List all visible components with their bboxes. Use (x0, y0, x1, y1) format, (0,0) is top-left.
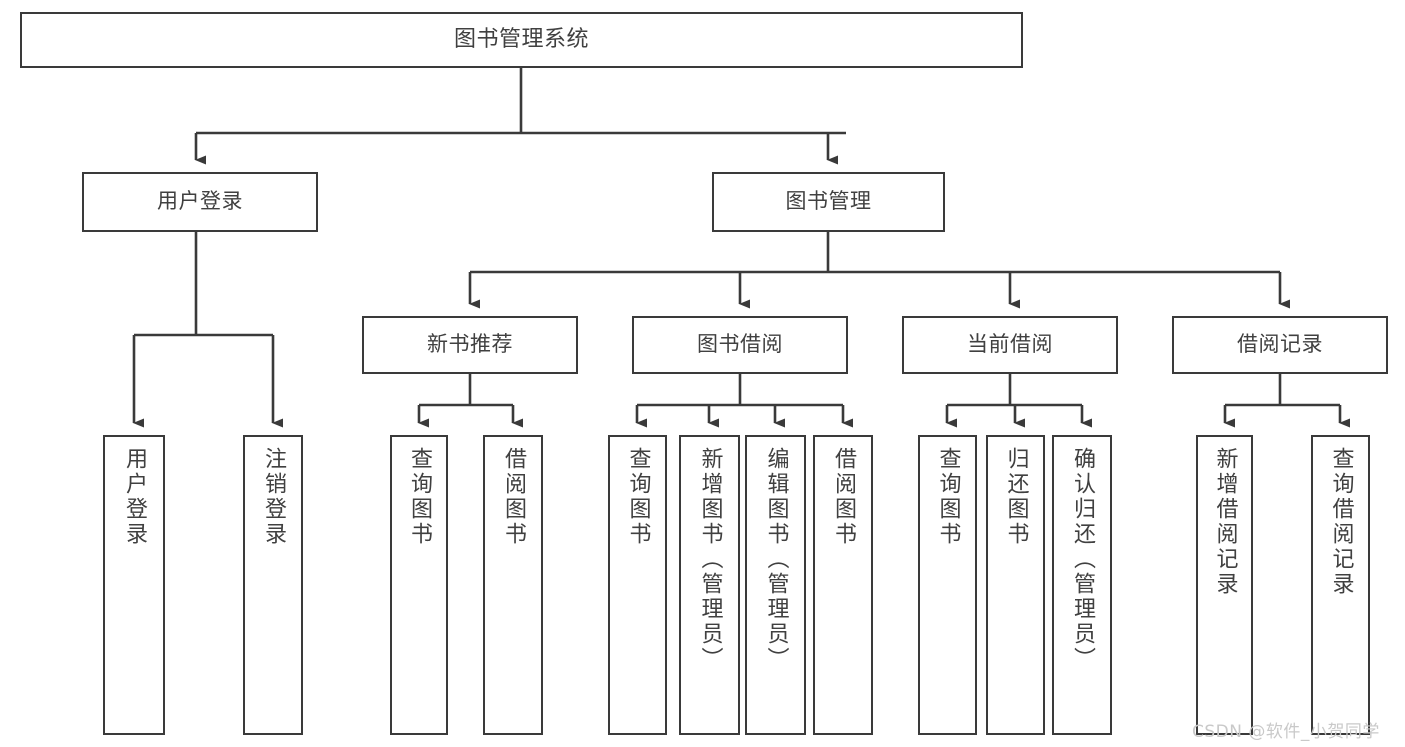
node-leaf-return-book[interactable]: 归还图书 (986, 435, 1045, 735)
node-leaf-confirm-return[interactable]: 确认归还（管理员） (1052, 435, 1112, 735)
node-book-borrow[interactable]: 图书借阅 (632, 316, 848, 374)
node-leaf-user-login[interactable]: 用户登录 (103, 435, 165, 735)
node-label: 新书推荐 (427, 332, 513, 357)
node-label: 查询借阅记录 (1328, 447, 1354, 597)
node-label: 新增借阅记录 (1212, 447, 1238, 597)
node-label: 借阅图书 (831, 447, 856, 547)
node-label: 图书管理系统 (453, 26, 589, 52)
node-label: 查询图书 (407, 447, 432, 547)
node-label: 注销登录 (261, 447, 286, 547)
node-user-login[interactable]: 用户登录 (82, 172, 318, 232)
node-leaf-borrow-book-1[interactable]: 借阅图书 (483, 435, 543, 735)
node-leaf-logout[interactable]: 注销登录 (243, 435, 303, 735)
node-label: 借阅记录 (1237, 332, 1323, 357)
node-label: 用户登录 (122, 447, 147, 547)
node-label: 图书借阅 (697, 332, 783, 357)
node-book-manage[interactable]: 图书管理 (712, 172, 945, 232)
csdn-watermark: CSDN @软件_小贺同学 (1192, 722, 1380, 742)
node-label: 图书管理 (785, 189, 872, 214)
node-label: 确认归还（管理员） (1070, 447, 1095, 672)
node-new-book-recommend[interactable]: 新书推荐 (362, 316, 578, 374)
node-leaf-borrow-book-2[interactable]: 借阅图书 (813, 435, 873, 735)
node-label: 归还图书 (1003, 447, 1029, 547)
node-leaf-edit-book[interactable]: 编辑图书（管理员） (745, 435, 806, 735)
node-label: 查询图书 (625, 447, 651, 547)
node-leaf-query-book-3[interactable]: 查询图书 (918, 435, 977, 735)
node-leaf-add-book[interactable]: 新增图书（管理员） (679, 435, 740, 735)
node-current-borrow[interactable]: 当前借阅 (902, 316, 1118, 374)
node-root-system[interactable]: 图书管理系统 (20, 12, 1023, 68)
node-borrow-record[interactable]: 借阅记录 (1172, 316, 1388, 374)
node-label: 编辑图书（管理员） (763, 447, 789, 672)
node-label: 借阅图书 (501, 447, 526, 547)
node-label: 当前借阅 (967, 332, 1053, 357)
node-label: 查询图书 (935, 447, 961, 547)
node-label: 新增图书（管理员） (697, 447, 723, 672)
node-leaf-query-borrow-record[interactable]: 查询借阅记录 (1311, 435, 1370, 735)
node-leaf-add-borrow-record[interactable]: 新增借阅记录 (1196, 435, 1253, 735)
node-leaf-query-book-2[interactable]: 查询图书 (608, 435, 667, 735)
node-leaf-query-book-1[interactable]: 查询图书 (390, 435, 448, 735)
node-label: 用户登录 (157, 189, 243, 214)
